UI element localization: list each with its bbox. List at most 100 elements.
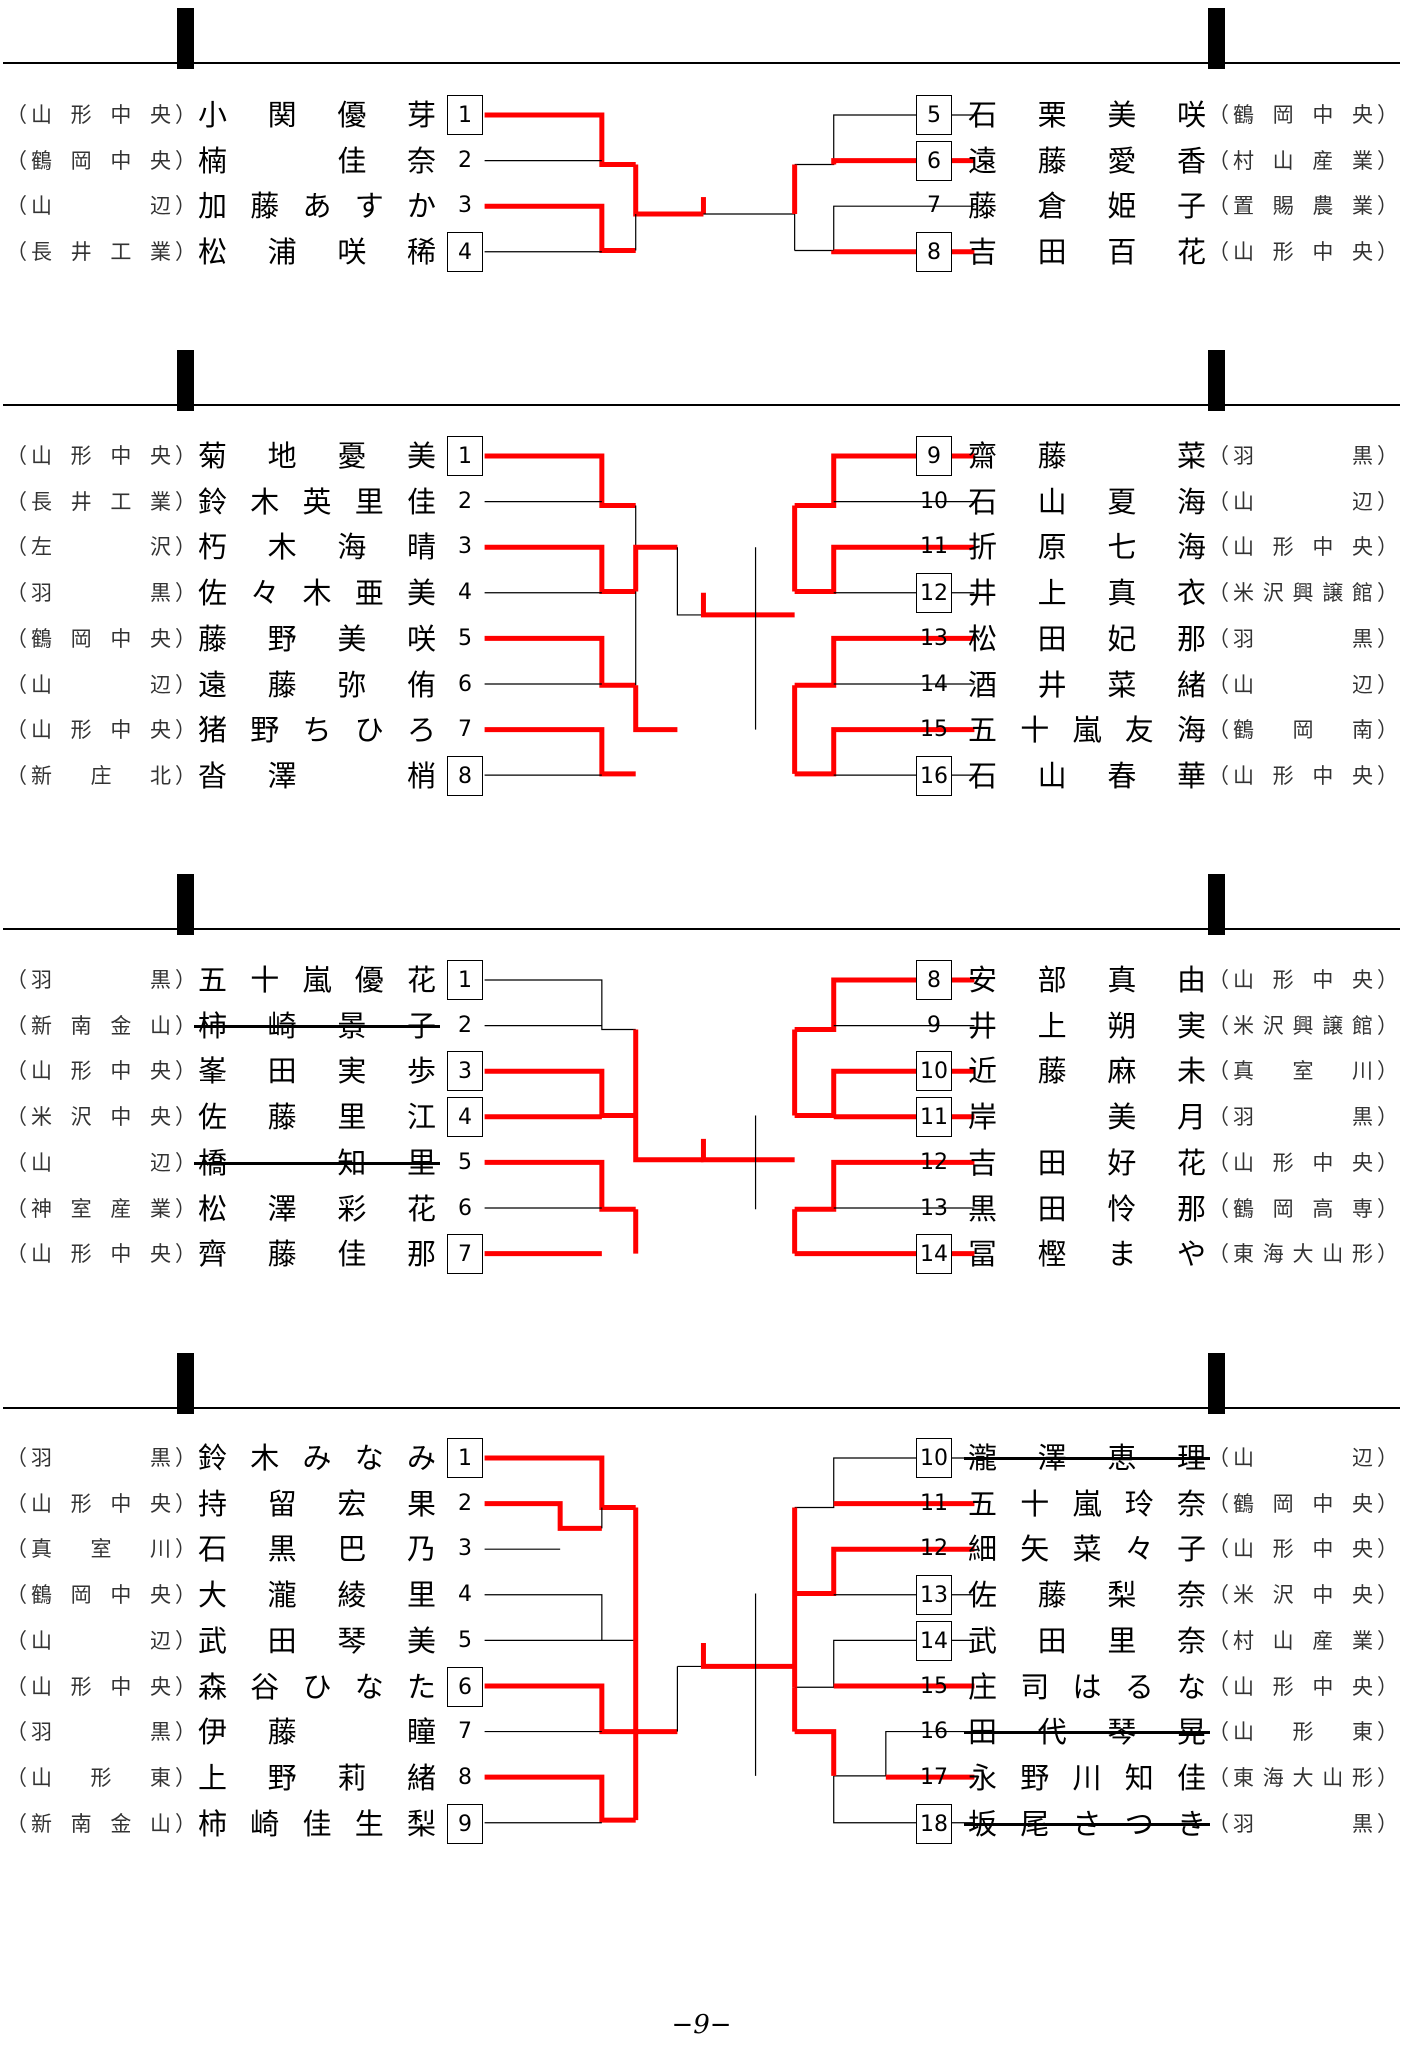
athlete-name: 伊藤 瞳 [198,1715,436,1750]
school-text: 左沢 [31,535,171,560]
bracket-path [795,115,975,165]
school-name: （米沢中央） [6,1094,196,1140]
athlete-name: 菊地憂美 [198,439,436,473]
school-name: （羽黒） [1208,433,1398,479]
school-text: 山形中央 [31,103,171,127]
draw-number: 2 [458,147,472,173]
school-text: 東海大山形 [1233,1242,1373,1267]
draw-number: 7 [927,193,941,219]
school-text: 山辺 [31,1150,171,1175]
winner-path [485,1162,636,1209]
school-text: 山形中央 [31,1242,171,1267]
draw-number: 14 [916,1234,952,1275]
header-underline [3,404,1400,406]
header-bar-left [177,8,194,69]
athlete-name: 藤野美咲 [198,621,436,656]
winner-path [795,638,975,685]
athlete-name: 柿崎佳生梨 [198,1806,436,1841]
school-name: （山形中央） [1208,1140,1398,1186]
draw-number: 10 [916,1051,952,1092]
school-text: 山形中央 [31,1674,171,1699]
school-name: （山辺） [6,1618,196,1664]
school-name: （米沢中央） [1208,1572,1398,1618]
draw-number: 2 [458,1490,472,1516]
school-text: 鶴岡中央 [1233,103,1373,127]
school-text: 長井工業 [31,489,171,514]
school-name: （長井工業） [6,479,196,525]
school-text: 山辺 [1233,672,1373,697]
school-text: 山形中央 [1233,1537,1373,1562]
draw-number: 11 [916,1097,952,1138]
athlete-name: 持留宏果 [198,1486,436,1521]
draw-number: 7 [447,1234,483,1275]
winner-path [485,1686,636,1732]
school-name: （山形中央） [6,1481,196,1527]
winner-path [636,685,678,729]
draw-number: 11 [920,534,948,560]
section-header [0,347,1403,413]
winner-path [795,1071,975,1115]
school-text: 山形中央 [31,1059,171,1084]
athlete-name: 五十嵐玲奈 [968,1486,1206,1521]
athlete-name: 折原七海 [968,530,1206,565]
draw-number: 13 [920,1195,948,1221]
athlete-name: 酒井菜緒 [968,667,1206,702]
athlete-name: 冨樫まや [968,1237,1206,1272]
header-underline [3,1407,1400,1409]
school-text: 羽黒 [31,581,171,606]
school-text: 山辺 [31,194,171,219]
school-name: （左沢） [6,524,196,570]
school-text: 神室産業 [31,1196,171,1221]
school-name: （山形東） [1208,1709,1398,1755]
school-name: （長井工業） [6,229,196,275]
draw-number: 4 [447,1097,483,1138]
draw-number: 4 [458,1582,472,1608]
header-bar-left [177,1353,194,1414]
school-text: 鶴岡中央 [1233,1491,1373,1516]
school-name: （村山産業） [1208,1618,1398,1664]
school-text: 東海大山形 [1233,1765,1373,1790]
school-text: 真室川 [31,1537,171,1562]
school-name: （新南金山） [6,1003,196,1049]
school-text: 羽黒 [1233,626,1373,651]
school-text: 鶴岡中央 [31,1583,171,1608]
bracket-path [485,980,636,1030]
header-bar-right [1208,874,1225,935]
school-text: 山形東 [1233,1720,1373,1745]
athlete-name: 安部真由 [968,963,1206,997]
school-name: （山辺） [6,183,196,229]
school-text: 山形中央 [1233,1150,1373,1175]
athlete-name: 井上真衣 [968,576,1206,611]
athlete-name: 齊藤佳那 [198,1237,436,1272]
athlete-name: 鈴木みなみ [198,1441,436,1475]
school-text: 羽黒 [31,968,171,992]
draw-number: 6 [447,1666,483,1707]
athlete-name: 五十嵐友海 [968,713,1206,748]
athlete-name: 石黒巴乃 [198,1532,436,1567]
draw-number: 10 [916,1438,952,1478]
school-name: （山形中央） [1208,1664,1398,1710]
school-name: （鶴岡南） [1208,707,1398,753]
school-name: （羽黒） [6,570,196,616]
draw-number: 9 [916,436,952,476]
draw-number: 5 [458,625,472,651]
draw-number: 8 [458,1764,472,1790]
school-name: （山形中央） [1208,753,1398,799]
athlete-name: 瀧澤恵理 [964,1435,1210,1481]
school-text: 山形中央 [1233,1674,1373,1699]
winner-path [485,730,636,774]
school-name: （東海大山形） [1208,1755,1398,1801]
athlete-name: 佐藤里江 [198,1100,436,1135]
draw-number: 1 [447,436,483,476]
athlete-name: 峯田実歩 [198,1054,436,1089]
winner-path [485,1504,602,1529]
school-text: 羽黒 [31,1446,171,1470]
school-text: 米沢興譲館 [1233,581,1373,606]
draw-number: 12 [920,1536,948,1562]
school-text: 山形中央 [31,444,171,468]
school-name: （神室産業） [6,1186,196,1232]
draw-number: 11 [920,1490,948,1516]
school-name: （山形中央） [6,707,196,753]
athlete-name: 大瀧綾里 [198,1578,436,1613]
winner-path [834,161,975,165]
